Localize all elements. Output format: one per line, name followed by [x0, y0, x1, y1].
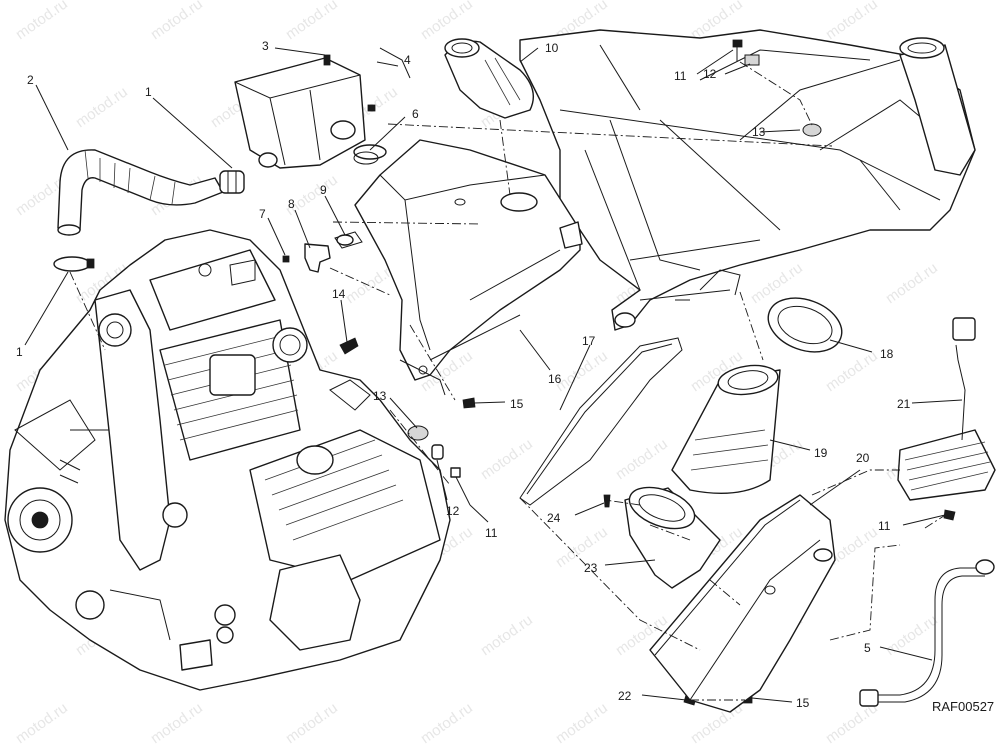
frame-drawing [519, 29, 976, 331]
watermark-text: motod.ru [823, 347, 881, 395]
callout-label: 5 [864, 641, 871, 655]
callout-label: 17 [582, 334, 596, 348]
watermark-text: motod.ru [823, 0, 881, 43]
watermark-text: motod.ru [148, 0, 206, 43]
watermark-text: motod.ru [283, 171, 341, 219]
figure-code: RAF00527 [932, 699, 994, 714]
filter-ring-drawing [767, 297, 843, 353]
airbox-upper-drawing [334, 139, 583, 396]
gasket-drawing [519, 337, 683, 506]
callout-label: 7 [259, 207, 266, 221]
assembly-lines [69, 61, 951, 701]
voltage-regulator-drawing [897, 317, 996, 501]
callout-label: 11 [674, 69, 687, 83]
callout-label: 15 [510, 397, 524, 411]
watermark-text: motod.ru [148, 699, 206, 747]
callout-label: 12 [446, 504, 460, 518]
callout-label: 23 [584, 561, 598, 575]
leader-lines [24, 47, 963, 703]
callout-label: 3 [262, 39, 269, 53]
callout-label: 12 [703, 67, 717, 81]
callout-label: 11 [878, 519, 891, 533]
callout-label: 2 [27, 73, 34, 87]
airbox-lower-drawing [649, 494, 836, 713]
watermark-text: motod.ru [613, 435, 671, 483]
callout-label: 13 [373, 389, 387, 403]
callout-label: 10 [545, 41, 559, 55]
intake-duct-drawing [444, 38, 534, 119]
callout-label: 21 [897, 397, 911, 411]
callout-label: 1 [16, 345, 23, 359]
callout-label: 13 [752, 125, 766, 139]
callout-label: 15 [796, 696, 810, 710]
watermark-text: motod.ru [883, 259, 941, 307]
callout-label: 9 [320, 183, 327, 197]
callout-label: 18 [880, 347, 894, 361]
watermark-text: motod.ru [553, 523, 611, 571]
callout-label: 19 [814, 446, 828, 460]
callout-label: 8 [288, 197, 295, 211]
watermark-text: motod.ru [283, 699, 341, 747]
callout-label: 1 [145, 85, 152, 99]
callout-label: 11 [485, 526, 498, 540]
drain-hose-drawing [859, 559, 995, 707]
callout-labels: 1 1 2 3 4 5 6 7 8 9 10 11 11 11 12 12 13… [16, 39, 994, 714]
breather-hose-drawing [53, 149, 245, 272]
callout-label: 16 [548, 372, 562, 386]
watermark-text: motod.ru [13, 699, 71, 747]
engine-drawing [4, 229, 451, 691]
watermark-text: motod.ru [283, 0, 341, 43]
callout-label: 24 [547, 511, 561, 525]
intake-adapter-drawing [624, 486, 721, 589]
callout-label: 20 [856, 451, 870, 465]
breather-box-drawing [234, 47, 411, 169]
watermark-text: motod.ru [13, 0, 71, 43]
watermark-text: motod.ru [553, 699, 611, 747]
callout-label: 6 [412, 107, 419, 121]
callout-label: 4 [404, 53, 411, 67]
callout-label: 22 [618, 689, 632, 703]
watermark-text: motod.ru [883, 611, 941, 659]
watermark-text: motod.ru [478, 435, 536, 483]
watermark-text: motod.ru [478, 611, 536, 659]
callout-label: 14 [332, 287, 346, 301]
watermark-text: motod.ru [73, 83, 131, 131]
air-filter-drawing [671, 364, 781, 494]
watermark-text: motod.ru [418, 699, 476, 747]
watermark-text: motod.ru [418, 0, 476, 43]
